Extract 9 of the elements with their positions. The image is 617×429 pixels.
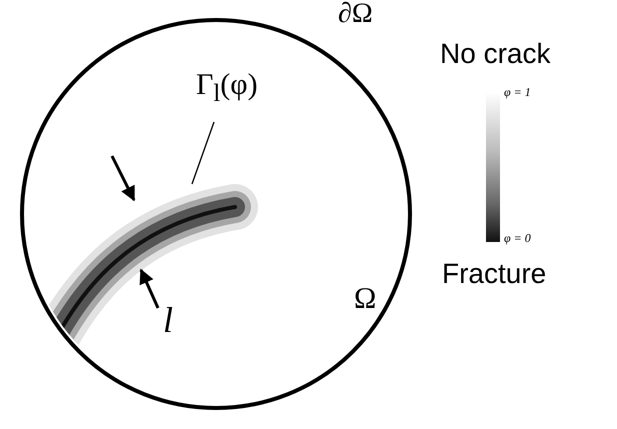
domain-label: Ω <box>354 284 376 314</box>
crack-label: Γ$_{l}$(φ) <box>196 70 258 106</box>
leader-line <box>191 122 215 184</box>
colorbar-tick-label: φ = 1 <box>504 86 531 98</box>
colorbar-title: No crack <box>440 40 550 68</box>
colorbar-tick-label: φ = 0 <box>504 232 531 244</box>
width-label: l <box>163 302 174 338</box>
colorbar-caption: Fracture <box>442 260 546 288</box>
boundary-label: ∂Ω <box>338 0 373 28</box>
